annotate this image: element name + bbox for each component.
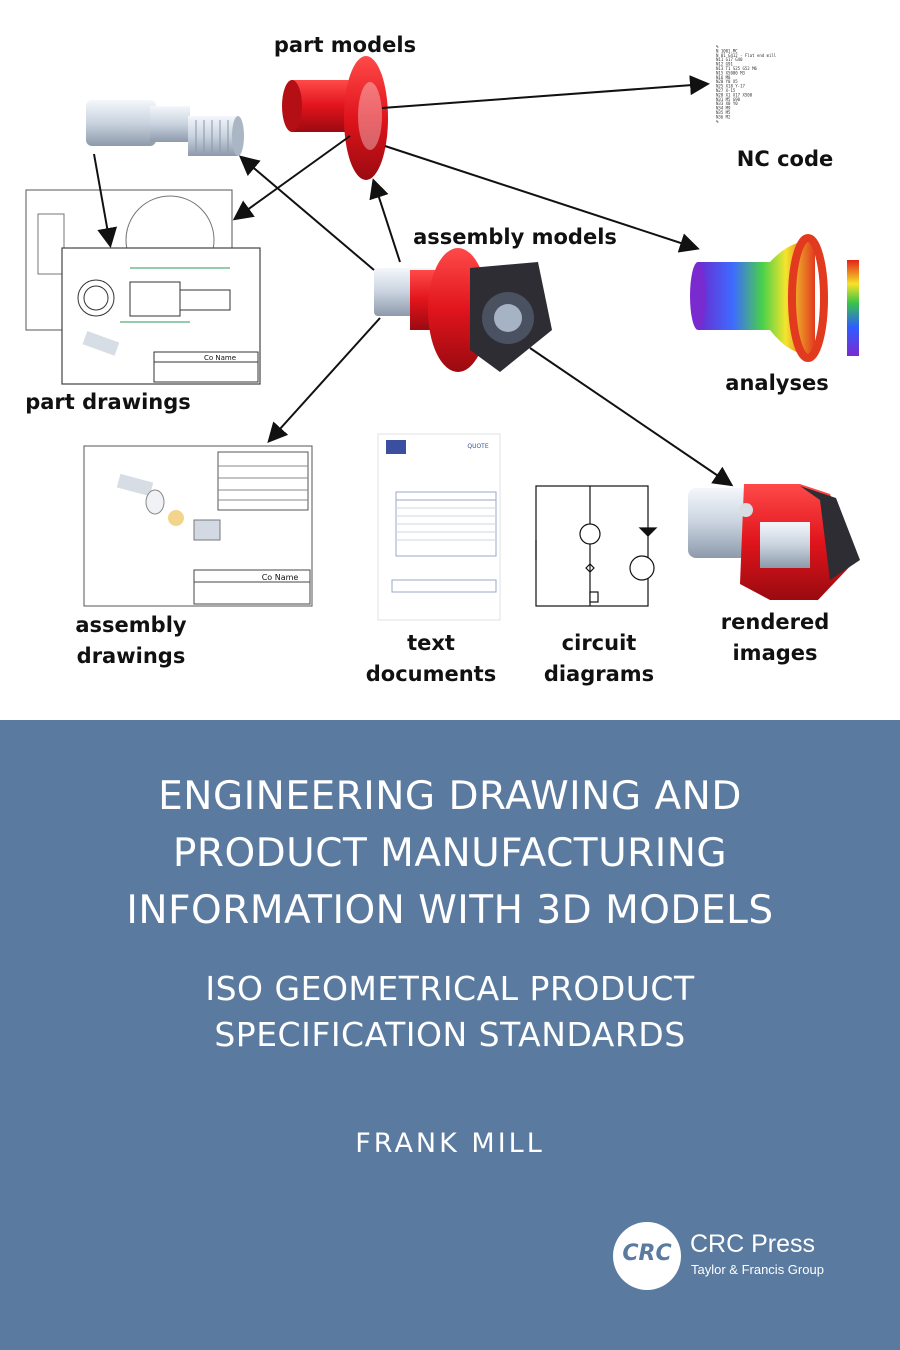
nc-code-line: N15 X5000 M3: [716, 70, 745, 75]
label-text-documents-line2: documents: [366, 662, 496, 686]
quote-heading: QUOTE: [467, 443, 489, 450]
book-subtitle-line: ISO GEOMETRICAL PRODUCT: [205, 969, 695, 1008]
label-text-documents-line1: text: [407, 631, 455, 655]
label-analyses: analyses: [725, 371, 828, 395]
nc-code-line: N12 G91: [716, 62, 733, 67]
nc-code-line: N13 T1 S25 G52 M6: [716, 66, 758, 71]
label-assembly-models: assembly models: [413, 225, 617, 249]
assembly-drawings-image: Co Name: [83, 445, 313, 607]
nc-code-line: N28 X1 X17 X500: [716, 92, 753, 97]
book-subtitle-line: SPECIFICATION STANDARDS: [214, 1015, 686, 1054]
circuit-diagram-image: [535, 485, 658, 607]
nc-code-line: N16 M8: [716, 75, 731, 80]
label-part-drawings: part drawings: [25, 390, 191, 414]
nc-code-line: N 01 G412 - Flat end mill: [716, 53, 777, 58]
author-name: FRANK MILL: [355, 1128, 545, 1159]
shaft-part-image: [86, 100, 244, 156]
nc-code-line: N25 X18 Y-17: [716, 84, 745, 89]
book-title-line: INFORMATION WITH 3D MODELS: [126, 888, 774, 933]
crc-logo-text: CRC: [622, 1241, 672, 1266]
nc-code-line: N11 G17 G40: [716, 57, 743, 62]
publisher-group: Taylor & Francis Group: [691, 1262, 824, 1277]
label-assembly-drawings-line2: drawings: [77, 644, 186, 668]
book-title-line: PRODUCT MANUFACTURING: [172, 831, 728, 876]
nc-code-line: N 1001.MC: [716, 48, 738, 53]
label-rendered-images-line1: rendered: [721, 610, 829, 634]
cover-title-panel: [0, 720, 900, 1350]
part-drawing-title-block: Co Name: [204, 354, 236, 362]
publisher-name: CRC Press: [690, 1230, 816, 1258]
analyses-image: [690, 234, 859, 362]
nc-code-line: N27 X-15: [716, 88, 736, 93]
part-model-image: [282, 56, 388, 180]
nc-code-line: %: [716, 119, 719, 124]
label-assembly-drawings-line1: assembly: [75, 613, 187, 637]
nc-code-line: N20 Y0 X5: [716, 79, 738, 84]
assembly-drawing-title-block: Co Name: [262, 573, 299, 582]
text-document-image: QUOTE: [377, 433, 501, 621]
part-drawings-image: Co Name: [25, 189, 261, 385]
book-subtitle: ISO GEOMETRICAL PRODUCT SPECIFICATION ST…: [60, 966, 840, 1058]
label-part-models: part models: [274, 33, 416, 57]
label-nc-code: NC code: [737, 147, 833, 171]
workflow-arrows: [93, 75, 734, 487]
nc-code-line: N33 X0 Y0: [716, 101, 738, 106]
nc-code-line: %: [716, 44, 719, 49]
crc-logo: CRC: [613, 1222, 681, 1290]
label-circuit-diagrams-line2: diagrams: [544, 662, 654, 686]
book-title: ENGINEERING DRAWING AND PRODUCT MANUFACT…: [60, 768, 840, 939]
nc-code-line: N36 M2: [716, 114, 731, 119]
nc-code-line: N34 M9: [716, 106, 731, 111]
book-title-line: ENGINEERING DRAWING AND: [158, 774, 742, 819]
label-rendered-images-line2: images: [732, 641, 817, 665]
assembly-model-image: [374, 248, 552, 372]
rendered-image: [688, 484, 860, 600]
nc-code-line: N35 M5: [716, 110, 731, 115]
label-circuit-diagrams-line1: circuit: [562, 631, 637, 655]
nc-code-line: N31 M5 G90: [716, 97, 741, 102]
